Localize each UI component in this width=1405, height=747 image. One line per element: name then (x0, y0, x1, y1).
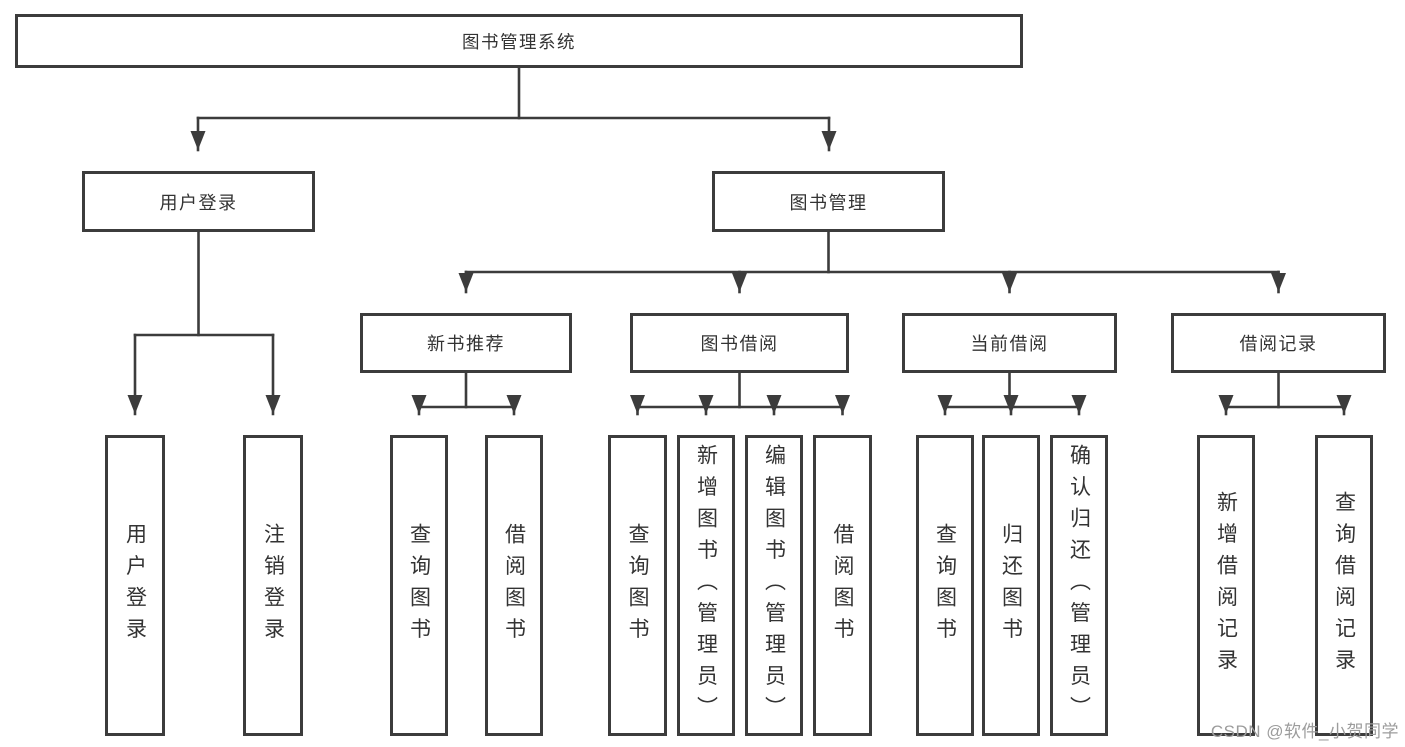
leaf-add-books-admin: 新增图书（管理员） (677, 435, 735, 736)
node-current-borrowing-label: 当前借阅 (970, 334, 1049, 354)
leaf-return-books-label: 归还图书 (999, 522, 1023, 649)
connector-arrows (127, 116, 1352, 416)
node-current-borrowing: 当前借阅 (902, 313, 1117, 373)
connector-lines (133, 66, 1346, 409)
leaf-add-borrow-record-label: 新增借阅记录 (1214, 491, 1238, 680)
leaf-query-books-recommend-label: 查询图书 (407, 522, 431, 649)
leaf-edit-books-admin-label: 编辑图书（管理员） (762, 443, 786, 728)
node-library-system: 图书管理系统 (15, 14, 1023, 68)
leaf-borrow-books-recommend-label: 借阅图书 (502, 522, 526, 649)
leaf-borrow-books-borrowing: 借阅图书 (813, 435, 872, 736)
node-borrowing-records-label: 借阅记录 (1239, 334, 1318, 354)
node-user-login: 用户登录 (82, 171, 315, 232)
leaf-borrow-books-borrowing-label: 借阅图书 (831, 522, 854, 649)
leaf-query-borrow-record: 查询借阅记录 (1315, 435, 1373, 736)
leaf-logout-label: 注销登录 (261, 522, 285, 649)
leaf-query-books-current: 查询图书 (916, 435, 974, 736)
csdn-watermark: CSDN @软件_小贺同学 (1210, 722, 1399, 741)
leaf-query-books-borrowing-label: 查询图书 (626, 522, 649, 649)
node-user-login-label: 用户登录 (159, 192, 238, 213)
leaf-logout: 注销登录 (243, 435, 303, 736)
leaf-query-books-recommend: 查询图书 (390, 435, 448, 736)
leaf-add-books-admin-label: 新增图书（管理员） (694, 443, 718, 728)
leaf-query-books-borrowing: 查询图书 (608, 435, 667, 736)
node-new-book-recommend: 新书推荐 (360, 313, 572, 373)
leaf-confirm-return-admin-label: 确认归还（管理员） (1067, 443, 1091, 728)
node-book-borrowing: 图书借阅 (630, 313, 849, 373)
node-book-management: 图书管理 (712, 171, 945, 232)
leaf-confirm-return-admin: 确认归还（管理员） (1050, 435, 1108, 736)
node-book-borrowing-label: 图书借阅 (700, 334, 779, 354)
node-borrowing-records: 借阅记录 (1171, 313, 1386, 373)
leaf-edit-books-admin: 编辑图书（管理员） (745, 435, 803, 736)
leaf-user-login-label: 用户登录 (123, 522, 147, 649)
node-new-book-recommend-label: 新书推荐 (427, 334, 505, 354)
node-library-system-label: 图书管理系统 (462, 31, 576, 52)
leaf-user-login: 用户登录 (105, 435, 165, 736)
leaf-query-books-current-label: 查询图书 (933, 522, 957, 649)
leaf-borrow-books-recommend: 借阅图书 (485, 435, 543, 736)
leaf-query-borrow-record-label: 查询借阅记录 (1332, 491, 1356, 680)
leaf-add-borrow-record: 新增借阅记录 (1197, 435, 1255, 736)
leaf-return-books: 归还图书 (982, 435, 1040, 736)
node-book-management-label: 图书管理 (789, 192, 868, 213)
